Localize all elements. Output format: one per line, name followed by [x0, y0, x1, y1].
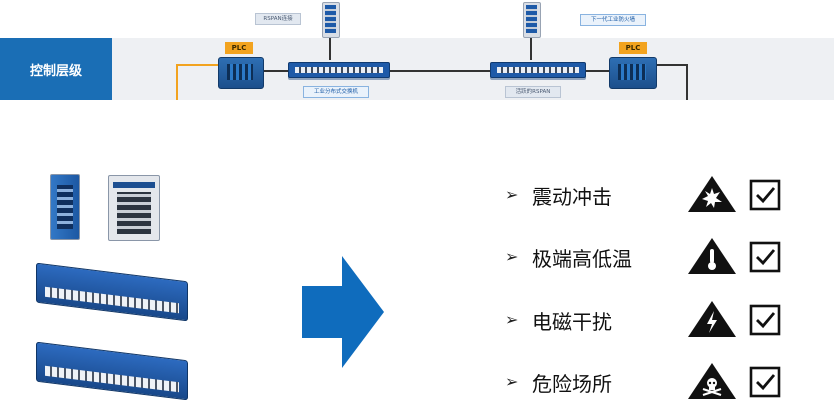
control-layer-label: 控制层级 — [0, 38, 112, 100]
rspan-din-switch-left — [322, 2, 340, 38]
checkbox-checked-icon — [749, 304, 781, 336]
control-layer-band — [0, 38, 834, 100]
plc-tag-right: PLC — [619, 42, 647, 54]
toxic-hazard-warning-icon — [688, 363, 736, 399]
checkbox-checked-icon — [749, 366, 781, 398]
bullet-arrow-icon: ➢ — [505, 247, 519, 266]
link-line — [583, 70, 609, 72]
bullet-arrow-icon: ➢ — [505, 310, 519, 329]
din-rail-switch-blue — [50, 174, 80, 240]
distributed-switch-label: 工业分布式交换机 — [303, 86, 369, 98]
link-line — [530, 32, 532, 60]
requirement-item: ➢ 震动冲击 — [505, 175, 795, 215]
firewall-din-switch — [523, 2, 541, 38]
rspan-connection-label: RSPAN连接 — [255, 13, 301, 25]
requirement-item: ➢ 极端高低温 — [505, 237, 795, 277]
requirement-label: 电磁干扰 — [532, 310, 612, 334]
high-voltage-warning-icon — [688, 301, 736, 337]
requirement-item: ➢ 危险场所 — [505, 362, 795, 402]
requirement-label: 危险场所 — [532, 372, 612, 396]
checkbox-checked-icon — [749, 179, 781, 211]
requirement-label: 极端高低温 — [532, 247, 632, 271]
requirement-item: ➢ 电磁干扰 — [505, 300, 795, 340]
din-rail-switch-grey — [108, 175, 160, 241]
plc-device-right — [609, 57, 657, 89]
requirement-label: 震动冲击 — [532, 185, 612, 209]
checkbox-checked-icon — [749, 241, 781, 273]
bullet-arrow-icon: ➢ — [505, 372, 519, 391]
link-line — [176, 64, 178, 100]
link-line — [329, 32, 331, 60]
active-rspan-label: 活跃的RSPAN — [505, 86, 561, 98]
temperature-warning-icon — [688, 238, 736, 274]
rack-switch-lower — [36, 341, 188, 401]
explosion-warning-icon — [688, 176, 736, 212]
bullet-arrow-icon: ➢ — [505, 185, 519, 204]
plc-tag-left: PLC — [225, 42, 253, 54]
right-arrow-icon — [302, 256, 384, 368]
link-line — [686, 64, 688, 100]
firewall-label: 下一代工业防火墙 — [580, 14, 646, 26]
link-line — [176, 64, 220, 66]
plc-device-left — [218, 57, 264, 89]
distributed-switch-right — [490, 62, 586, 78]
link-line — [655, 64, 687, 66]
rack-switch-upper — [36, 262, 188, 322]
distributed-switch-left — [288, 62, 390, 78]
